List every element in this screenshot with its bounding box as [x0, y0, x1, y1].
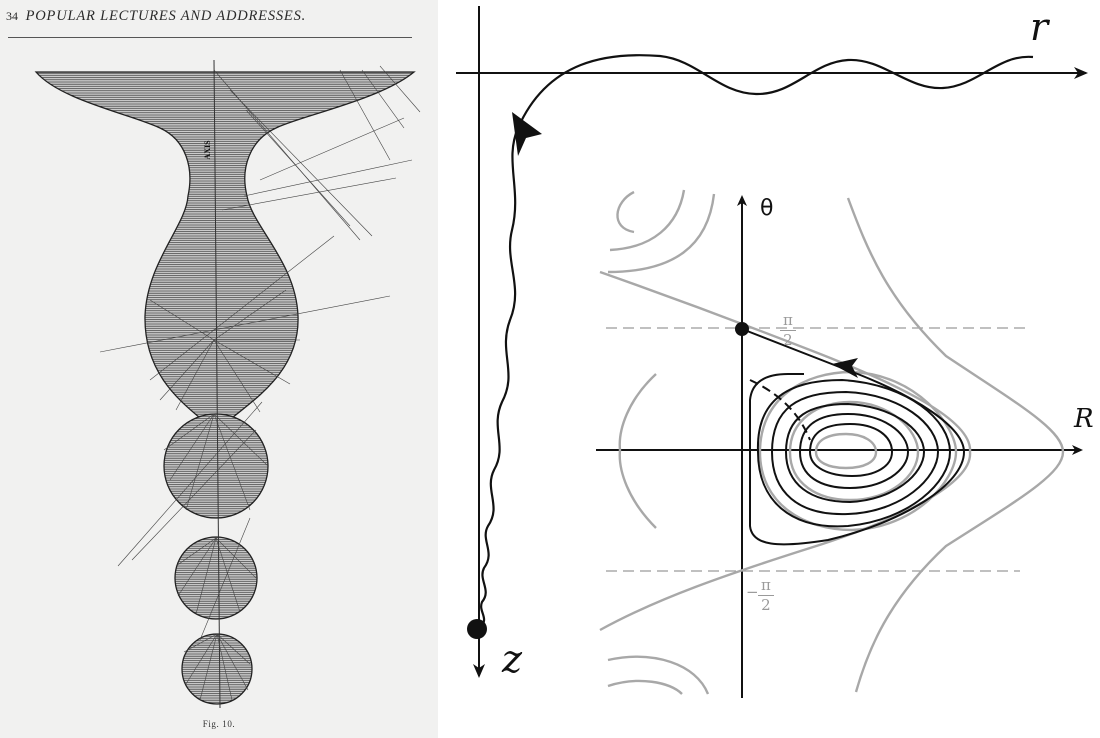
- symmetry-axis: [213, 59, 221, 709]
- rz-trajectory: [479, 54, 1034, 629]
- corner-contour: [607, 193, 716, 274]
- tick-denominator: 2: [761, 596, 771, 614]
- drop-circle: [181, 633, 253, 705]
- figure-caption: Fig. 10.: [202, 719, 236, 729]
- saddle-point: [735, 322, 749, 336]
- tick-numerator: π: [780, 313, 796, 331]
- corner-contour: [609, 189, 686, 252]
- drop-circle: [174, 536, 258, 620]
- book-page: 34 POPULAR LECTURES AND ADDRESSES.: [0, 0, 438, 738]
- outer-contour-left: [618, 373, 657, 529]
- R-axis-label: R: [1074, 404, 1094, 434]
- flow-arrowhead: [832, 358, 858, 378]
- phase-diagram: r z θ R π 2 − π 2: [438, 0, 1100, 738]
- tick-pi-over-2: π 2: [780, 313, 796, 348]
- corner-contour: [607, 655, 710, 695]
- construction-rays: [99, 65, 421, 701]
- tick-numerator: π: [758, 578, 774, 596]
- trajectory-endpoint: [467, 619, 487, 639]
- corner-contour: [616, 190, 635, 234]
- spiral-dashed-entry: [749, 379, 811, 441]
- tick-denominator: 2: [783, 331, 793, 349]
- page-header: 34 POPULAR LECTURES AND ADDRESSES.: [6, 8, 306, 25]
- outer-contour-right: [846, 197, 1065, 693]
- spiral-loop: [808, 422, 894, 478]
- spiral-loop: [784, 402, 926, 504]
- theta-axis-label: θ: [760, 196, 774, 221]
- inner-contour: [814, 432, 878, 470]
- phase-diagram-canvas: [456, 6, 1088, 698]
- spiral-loop: [756, 378, 952, 528]
- z-axis-label: z: [502, 637, 523, 681]
- tick-minus-pi-over-2: − π 2: [746, 578, 774, 614]
- trajectory-arrowhead: [512, 112, 542, 156]
- drop-figure: AXIS: [34, 59, 421, 709]
- page-number: 34: [6, 9, 18, 23]
- corner-contour: [607, 679, 683, 695]
- liquid-column-outline: [34, 71, 416, 419]
- running-title: POPULAR LECTURES AND ADDRESSES.: [25, 8, 307, 24]
- r-axis-label: r: [1030, 5, 1049, 49]
- black-spiral: [741, 328, 966, 546]
- header-rule: [8, 37, 412, 38]
- spiral-loop: [798, 412, 910, 490]
- spiral-entry-branch: [741, 328, 966, 546]
- tick-minus-sign: −: [746, 583, 759, 601]
- gray-contours: [599, 189, 1065, 695]
- spiral-loop: [770, 390, 940, 516]
- axis-label: AXIS: [203, 140, 212, 160]
